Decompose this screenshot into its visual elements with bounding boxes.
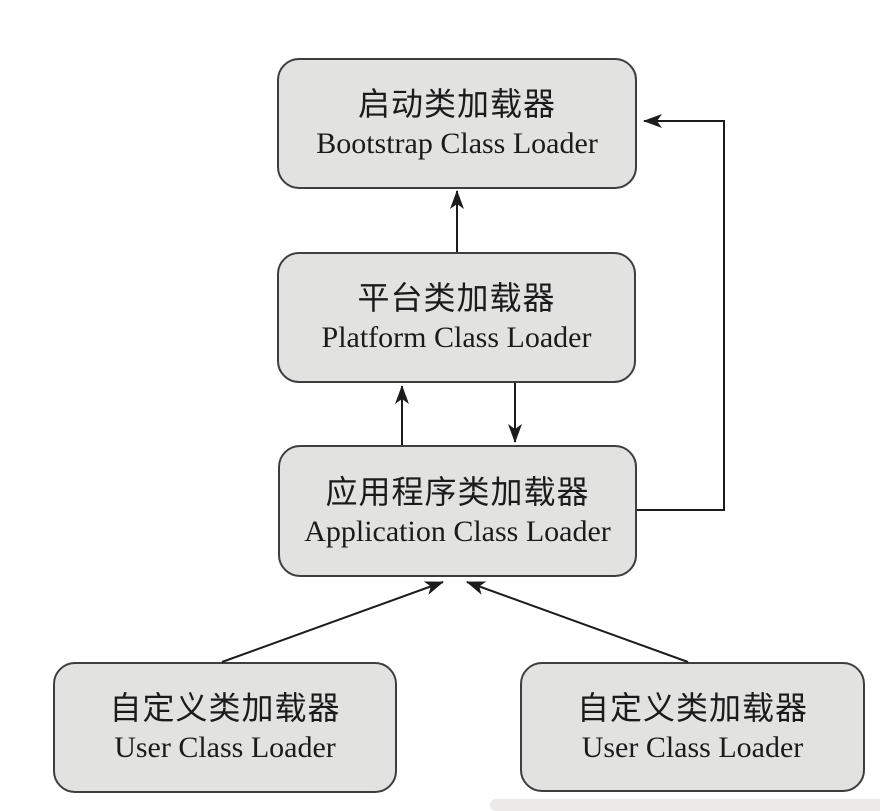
node-label-en: User Class Loader <box>581 730 804 764</box>
node-label-zh: 应用程序类加载器 <box>325 473 590 510</box>
node-label-zh: 启动类加载器 <box>357 86 556 123</box>
page-edge-shadow <box>490 799 880 811</box>
node-label-en: User Class Loader <box>114 731 336 765</box>
arrow-user-right-to-application <box>466 581 689 663</box>
node-platform-class-loader: 平台类加载器 Platform Class Loader <box>277 252 636 383</box>
node-label-zh: 自定义类加载器 <box>109 690 341 727</box>
arrow-user-left-to-application <box>221 581 444 663</box>
node-label-en: Application Class Loader <box>304 514 611 548</box>
node-application-class-loader: 应用程序类加载器 Application Class Loader <box>278 445 637 577</box>
node-label-en: Platform Class Loader <box>321 321 592 355</box>
node-label-zh: 平台类加载器 <box>357 280 556 317</box>
node-bootstrap-class-loader: 启动类加载器 Bootstrap Class Loader <box>277 58 637 189</box>
node-user-class-loader-right: 自定义类加载器 User Class Loader <box>520 662 865 792</box>
node-label-en: Bootstrap Class Loader <box>316 127 598 161</box>
arrow-application-to-bootstrap-loop <box>637 114 725 511</box>
node-user-class-loader-left: 自定义类加载器 User Class Loader <box>53 662 397 793</box>
node-label-zh: 自定义类加载器 <box>576 689 808 726</box>
